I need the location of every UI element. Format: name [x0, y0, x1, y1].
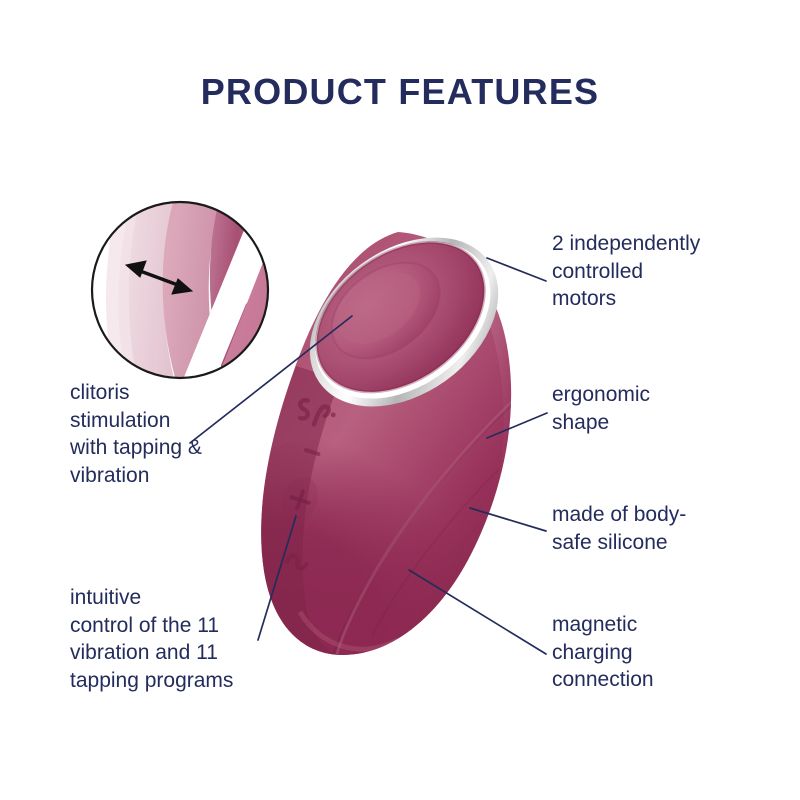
- inset-circle-outline: [90, 200, 270, 380]
- callout-magnetic: magnetic charging connection: [552, 613, 654, 692]
- product-head: [309, 237, 499, 407]
- page-title: PRODUCT FEATURES: [200, 71, 600, 112]
- callout-intuitive: intuitive control of the 11 vibration an…: [70, 586, 234, 693]
- callout-motors: 2 independently controlled motors: [552, 232, 701, 311]
- callout-ergonomic: ergonomic shape: [552, 383, 651, 434]
- tapping-motion-arrow: [124, 260, 194, 295]
- control-plus-button[interactable]: [276, 472, 323, 528]
- control-minus-button[interactable]: [304, 448, 321, 457]
- callout-silicone: made of body- safe silicone: [552, 503, 687, 554]
- callout-clitoris: clitoris stimulation with tapping & vibr…: [70, 381, 202, 488]
